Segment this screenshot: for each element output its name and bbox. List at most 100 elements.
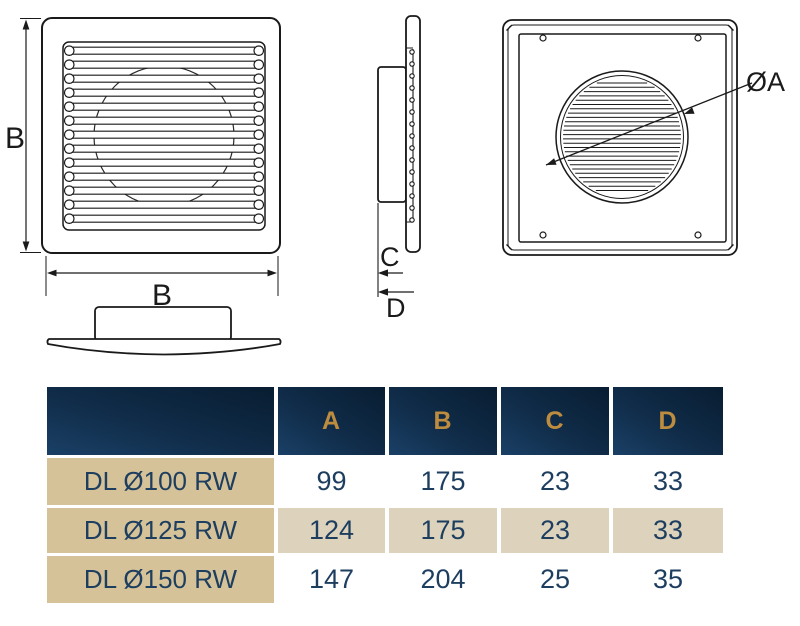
- louver-slat: [69, 200, 259, 209]
- louver-slat-cap: [253, 73, 265, 84]
- louver-slat-cap: [253, 157, 265, 168]
- louver-edge-bump: [409, 121, 415, 127]
- side-view: [377, 15, 421, 297]
- louver-edge-bump: [409, 49, 415, 55]
- louver-slat-cap: [253, 213, 265, 224]
- louver-slat-cap: [253, 87, 265, 98]
- louver-slat-cap: [63, 59, 75, 70]
- louver-slat-cap: [63, 87, 75, 98]
- dim-side-c: C: [378, 242, 403, 277]
- corner-notch: [727, 244, 734, 251]
- dim-label-d: D: [386, 293, 406, 323]
- dim-side-d: D: [378, 288, 414, 323]
- louver-slat: [69, 46, 259, 55]
- profile-faceplate: [46, 338, 282, 356]
- louver-slat: [69, 102, 259, 111]
- louver-edge-bump: [409, 217, 415, 223]
- front-view: [41, 17, 281, 254]
- dim-back-diameter: ØA: [545, 67, 785, 166]
- louver-slat: [69, 158, 259, 167]
- louver-slat: [69, 172, 259, 181]
- louver-slat-cap: [253, 185, 265, 196]
- louver-edge-bump: [409, 157, 415, 163]
- arrowhead-up: [22, 19, 30, 30]
- grille-hatch-lines: [563, 82, 681, 191]
- louver-slat-cap: [63, 213, 75, 224]
- value-cell: 204: [389, 556, 497, 603]
- model-cell: DL Ø150 RW: [47, 556, 274, 603]
- louver-slat: [69, 186, 259, 195]
- louver-slat: [69, 214, 259, 223]
- arrowhead-right: [267, 269, 277, 277]
- louver-slat-cap: [63, 73, 75, 84]
- louver-edge-bump: [409, 85, 415, 91]
- louver-slat-cap: [63, 143, 75, 154]
- louver-slats: [63, 45, 265, 224]
- arrowhead-down: [22, 241, 30, 252]
- louver-slat-cap: [253, 45, 265, 56]
- arrowhead-left: [378, 269, 388, 277]
- louver-edge-bump: [409, 169, 415, 175]
- louver-slat: [69, 88, 259, 97]
- profile-view: [46, 306, 282, 356]
- louver-edge-bump: [409, 61, 415, 67]
- technical-drawing: B B C D: [5, 15, 785, 356]
- value-cell: 175: [389, 458, 497, 505]
- back-view: [502, 19, 738, 256]
- value-cell: 33: [613, 508, 723, 553]
- value-cell: 33: [613, 458, 723, 505]
- louver-slat-cap: [253, 199, 265, 210]
- value-cell: 124: [278, 508, 385, 553]
- louver-slat-cap: [63, 101, 75, 112]
- arrowhead-left: [47, 269, 57, 277]
- screw-hole: [694, 231, 702, 239]
- screw-hole: [539, 34, 547, 42]
- corner-notch: [506, 24, 513, 31]
- louver-edge-bump: [409, 145, 415, 151]
- screw-hole: [539, 231, 547, 239]
- value-cell: 35: [613, 556, 723, 603]
- dim-label-height-b: B: [5, 122, 25, 155]
- louver-edge-bump: [409, 181, 415, 187]
- duct-opening-outer: [555, 70, 689, 204]
- louver-slat: [69, 60, 259, 69]
- louver-edge-bump: [409, 73, 415, 79]
- arrowhead: [546, 158, 557, 165]
- screw-hole: [694, 34, 702, 42]
- corner-notch: [506, 244, 513, 251]
- corner-notch: [727, 24, 734, 31]
- side-louver-bumps: [409, 49, 415, 223]
- header-cell-b: B: [389, 387, 497, 455]
- header-cell-model: [47, 387, 274, 455]
- louver-edge-bump: [409, 193, 415, 199]
- value-cell: 25: [501, 556, 609, 603]
- header-cell-c: C: [501, 387, 609, 455]
- duct-opening-inner: [560, 75, 684, 199]
- louver-slat-cap: [253, 59, 265, 70]
- louver-slat-cap: [63, 199, 75, 210]
- louver-edge-bump: [409, 205, 415, 211]
- louver-slat-cap: [253, 143, 265, 154]
- dimensions-table: A B C D DL Ø100 RW 99 175 23 33 DL Ø125 …: [47, 387, 723, 603]
- side-collar: [377, 66, 407, 203]
- value-cell: 147: [278, 556, 385, 603]
- louver-slat-cap: [253, 171, 265, 182]
- back-frame-inner-line: [507, 24, 733, 251]
- header-cell-a: A: [278, 387, 385, 455]
- header-cell-d: D: [613, 387, 723, 455]
- louver-slat-cap: [63, 115, 75, 126]
- louver-slat-cap: [63, 185, 75, 196]
- louver-slat-cap: [63, 45, 75, 56]
- louver-slat: [69, 74, 259, 83]
- back-face-panel: [518, 33, 727, 243]
- value-cell: 99: [278, 458, 385, 505]
- louver-edge-bump: [409, 97, 415, 103]
- louver-slat-cap: [253, 115, 265, 126]
- arrowhead: [684, 107, 695, 114]
- value-cell: 23: [501, 458, 609, 505]
- arrowhead-left: [378, 288, 388, 296]
- louver-slat: [69, 144, 259, 153]
- louver-slat: [69, 130, 259, 139]
- louver-slat-cap: [63, 171, 75, 182]
- louver-edge-bump: [409, 109, 415, 115]
